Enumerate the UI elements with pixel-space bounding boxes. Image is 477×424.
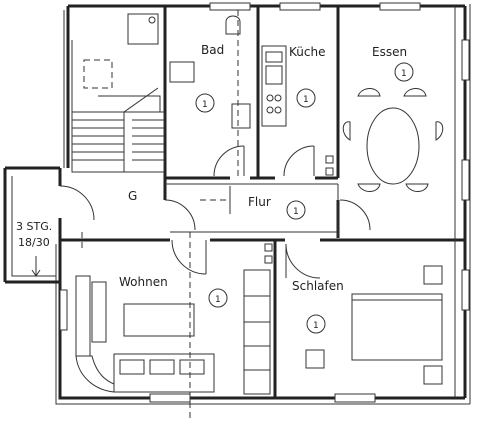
stair-label-line1: 3 STG. bbox=[16, 220, 52, 233]
room-label-wohnen: Wohnen bbox=[119, 275, 168, 289]
room-marker-bad: 1 bbox=[195, 93, 215, 113]
svg-text:1: 1 bbox=[293, 207, 299, 217]
axis-lines bbox=[81, 232, 191, 420]
room-marker-wohnen: 1 bbox=[208, 288, 228, 308]
kitchen-fixtures bbox=[261, 45, 334, 177]
room-label-bad: Bad bbox=[201, 43, 224, 57]
hall-doors bbox=[59, 185, 231, 231]
dining-table bbox=[339, 88, 444, 231]
room-label-stair-hall: G bbox=[128, 189, 137, 203]
room-label-essen: Essen bbox=[372, 45, 407, 59]
bathroom-fixtures bbox=[127, 10, 251, 177]
stair-landing bbox=[3, 166, 60, 284]
room-label-kueche: Küche bbox=[289, 45, 325, 59]
room-label-flur: Flur bbox=[248, 195, 271, 209]
staircase bbox=[71, 40, 165, 173]
svg-text:1: 1 bbox=[303, 95, 309, 105]
interior-walls bbox=[58, 6, 465, 398]
room-label-schlafen: Schlafen bbox=[292, 279, 344, 293]
room-marker-kueche: 1 bbox=[296, 88, 316, 108]
svg-text:1: 1 bbox=[215, 295, 221, 305]
bedroom-furniture bbox=[285, 243, 443, 385]
stair-label-line2: 18/30 bbox=[18, 236, 50, 249]
svg-text:1: 1 bbox=[401, 69, 407, 79]
window-marks bbox=[59, 2, 470, 403]
room-marker-schlafen: 1 bbox=[306, 314, 326, 334]
svg-text:1: 1 bbox=[313, 321, 319, 331]
living-room-furniture bbox=[75, 239, 273, 395]
room-marker-flur: 1 bbox=[286, 200, 306, 220]
room-marker-essen: 1 bbox=[394, 62, 414, 82]
svg-text:1: 1 bbox=[202, 100, 208, 110]
